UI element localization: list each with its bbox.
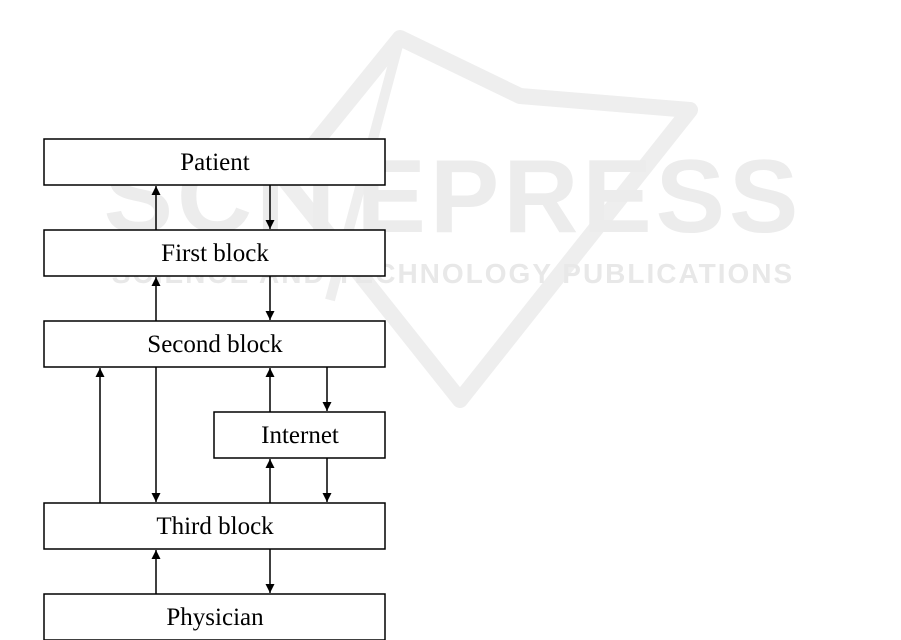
physician-box: Physician [44, 594, 385, 640]
third-block-label: Third block [156, 513, 274, 540]
internet-box: Internet [214, 412, 385, 458]
second-block-box: Second block [44, 321, 385, 367]
internet-label: Internet [261, 422, 339, 449]
first-block-box: First block [44, 230, 385, 276]
patient-box: Patient [44, 139, 385, 185]
patient-label: Patient [180, 149, 249, 176]
first-block-label: First block [161, 240, 269, 267]
second-block-label: Second block [147, 331, 283, 358]
physician-label: Physician [166, 604, 264, 631]
third-block-box: Third block [44, 503, 385, 549]
